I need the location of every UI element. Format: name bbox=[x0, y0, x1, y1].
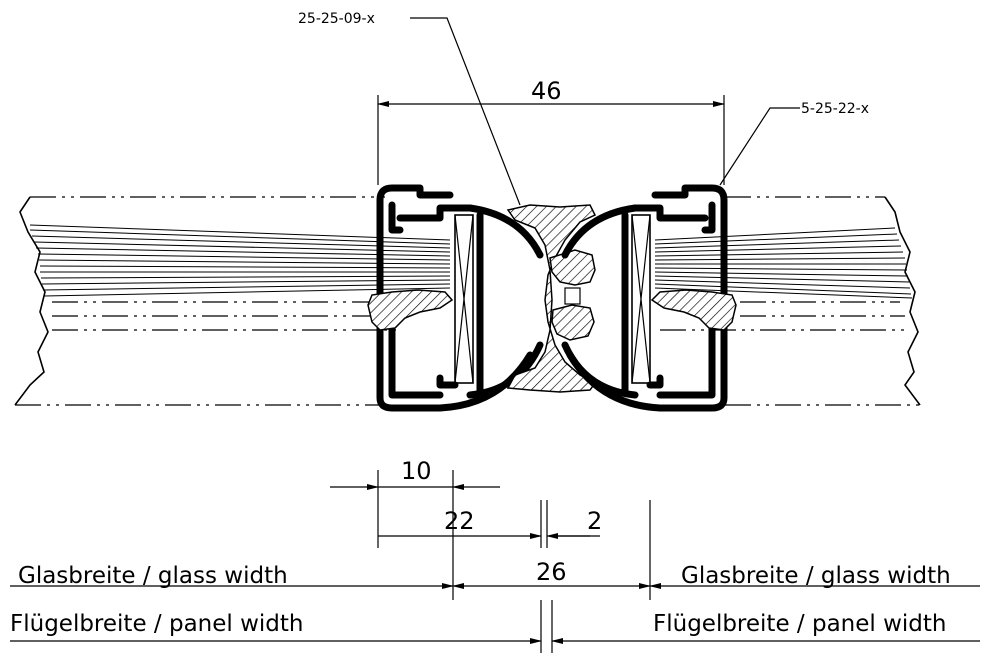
glass-width-label-right: Glasbreite / glass width bbox=[681, 563, 951, 589]
part-number-center: 25-25-09-x bbox=[298, 11, 375, 27]
leader-frame-profile: 5-25-22-x bbox=[719, 101, 869, 186]
panel-width-label-left: Flügelbreite / panel width bbox=[10, 611, 304, 637]
dimension-26: 26 bbox=[452, 500, 651, 600]
dim-26-text: 26 bbox=[536, 558, 567, 586]
center-profile bbox=[506, 204, 597, 393]
dimension-10: 10 bbox=[330, 457, 500, 600]
dim-22-text: 22 bbox=[444, 507, 475, 535]
dim-46-text: 46 bbox=[531, 77, 562, 105]
glass-width-label-left: Glasbreite / glass width bbox=[18, 563, 288, 589]
glass-width-row: Glasbreite / glass width Glasbreite / gl… bbox=[10, 563, 980, 589]
dimension-46: 46 bbox=[377, 77, 725, 185]
dim-2-text: 2 bbox=[587, 507, 602, 535]
right-frame-profile bbox=[561, 184, 737, 412]
dimension-22: 22 bbox=[378, 500, 548, 548]
right-glass-pane bbox=[654, 196, 921, 406]
dimension-2: 2 bbox=[546, 507, 602, 539]
part-number-frame: 5-25-22-x bbox=[801, 101, 869, 117]
panel-width-row: Flügelbreite / panel width Flügelbreite … bbox=[10, 600, 980, 653]
left-frame-profile bbox=[367, 184, 544, 412]
dim-10-text: 10 bbox=[401, 457, 432, 485]
left-glass-laminate bbox=[29, 224, 451, 297]
panel-width-label-right: Flügelbreite / panel width bbox=[653, 611, 947, 637]
leader-center-profile: 25-25-09-x bbox=[298, 11, 521, 206]
right-glass-laminate bbox=[654, 227, 913, 299]
